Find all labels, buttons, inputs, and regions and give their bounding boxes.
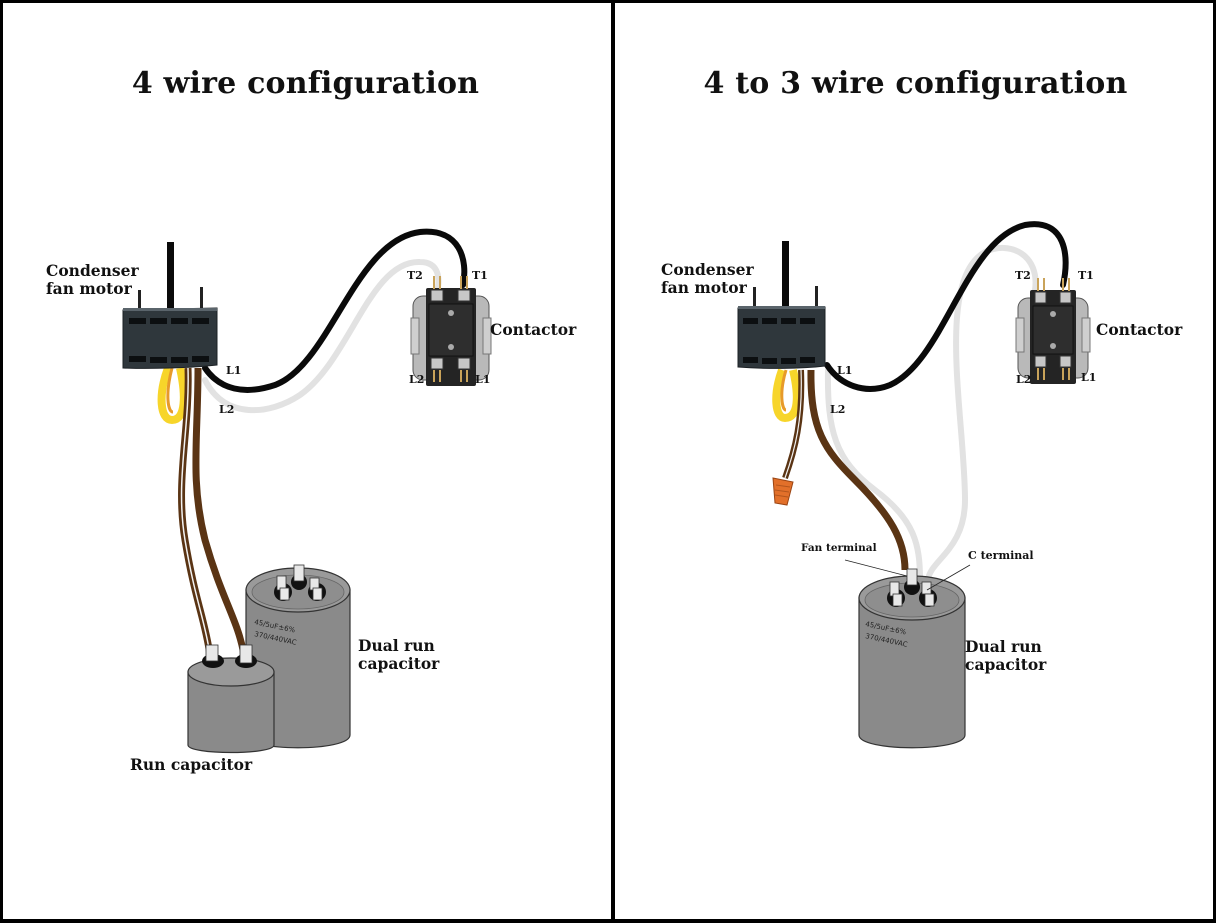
- label-motor-line1: Condenser: [661, 260, 754, 279]
- leader-fan-terminal: [844, 559, 908, 577]
- label-condenser-fan-motor: Condenser fan motor: [46, 262, 139, 298]
- label-dual-cap-line2: capacitor: [965, 654, 1047, 674]
- label-l1-wire: L1: [226, 364, 242, 377]
- wire-white-l2-to-c-terminal: [824, 367, 923, 583]
- dual-run-capacitor: 45/5uF ±6% 370/440VAC: [858, 568, 966, 749]
- wire-brown-to-fan-terminal: [807, 369, 909, 571]
- label-dual-cap-line1: Dual run: [965, 637, 1042, 656]
- panel-title: 4 wire configuration: [131, 66, 480, 101]
- wiring-diagram-4-wire: 45/5uF ±6% 370/440VAC: [122, 228, 492, 754]
- wire-black-l1-to-t1: [202, 228, 468, 393]
- label-dual-cap-line1: Dual run: [358, 636, 435, 655]
- condenser-fan-motor: [737, 306, 826, 369]
- motor-stud-left: [138, 290, 141, 312]
- motor-shaft: [782, 241, 789, 309]
- label-l2-wire: L2: [830, 403, 846, 416]
- label-motor-line1: Condenser: [46, 261, 139, 280]
- label-dual-run-capacitor: Dual run capacitor: [358, 637, 439, 673]
- wire-white-l2-to-t2: [202, 258, 442, 414]
- label-c-terminal: C terminal: [968, 549, 1034, 562]
- label-l2-wire: L2: [219, 403, 235, 416]
- wire-brown-to-run-cap: [192, 367, 248, 656]
- cap-tolerance: ±6%: [889, 625, 908, 636]
- label-condenser-fan-motor: Condenser fan motor: [661, 261, 754, 297]
- label-t1: T1: [1078, 269, 1094, 282]
- condenser-fan-motor: [122, 307, 218, 369]
- run-capacitor: [187, 644, 275, 754]
- label-t1: T1: [472, 269, 488, 282]
- panel-title: 4 to 3 wire configuration: [703, 66, 1128, 101]
- leader-c-terminal: [926, 564, 971, 591]
- wire-nut: [772, 477, 794, 506]
- label-t2: T2: [407, 269, 423, 282]
- label-motor-line2: fan motor: [661, 277, 747, 297]
- label-fan-terminal: Fan terminal: [801, 542, 877, 554]
- label-l1-contactor: L1: [1081, 371, 1097, 384]
- label-l2-contactor: L2: [409, 373, 425, 386]
- label-l2-contactor: L2: [1016, 373, 1032, 386]
- motor-shaft: [167, 242, 174, 310]
- label-run-capacitor: Run capacitor: [130, 755, 253, 774]
- motor-stud-left: [753, 287, 756, 311]
- wiring-diagram-4-to-3-wire: 45/5uF ±6% 370/440VAC: [737, 221, 1091, 749]
- label-dual-run-capacitor: Dual run capacitor: [965, 638, 1046, 674]
- wire-white-t2-to-c-terminal: [925, 244, 1039, 583]
- panel-divider: [611, 0, 615, 923]
- label-contactor: Contactor: [1096, 320, 1183, 339]
- label-t2: T2: [1015, 269, 1031, 282]
- panel-4-wire: 4 wire configuration: [46, 66, 577, 774]
- contactor: [410, 276, 492, 386]
- wire-yellow-loop: [157, 366, 188, 425]
- motor-stud-right: [815, 286, 818, 311]
- wire-yellow-loop: [772, 368, 801, 423]
- contactor: [1015, 278, 1091, 384]
- label-l1-contactor: L1: [475, 373, 491, 386]
- label-motor-line2: fan motor: [46, 278, 132, 298]
- wire-black-l1-to-t1: [824, 221, 1069, 392]
- label-dual-cap-line2: capacitor: [358, 653, 440, 673]
- panel-4-to-3-wire: 4 to 3 wire configuration: [615, 0, 1216, 923]
- cap-tolerance: ±6%: [278, 623, 297, 634]
- label-contactor: Contactor: [490, 320, 577, 339]
- motor-stud-right: [200, 287, 203, 312]
- label-l1-wire: L1: [837, 364, 853, 377]
